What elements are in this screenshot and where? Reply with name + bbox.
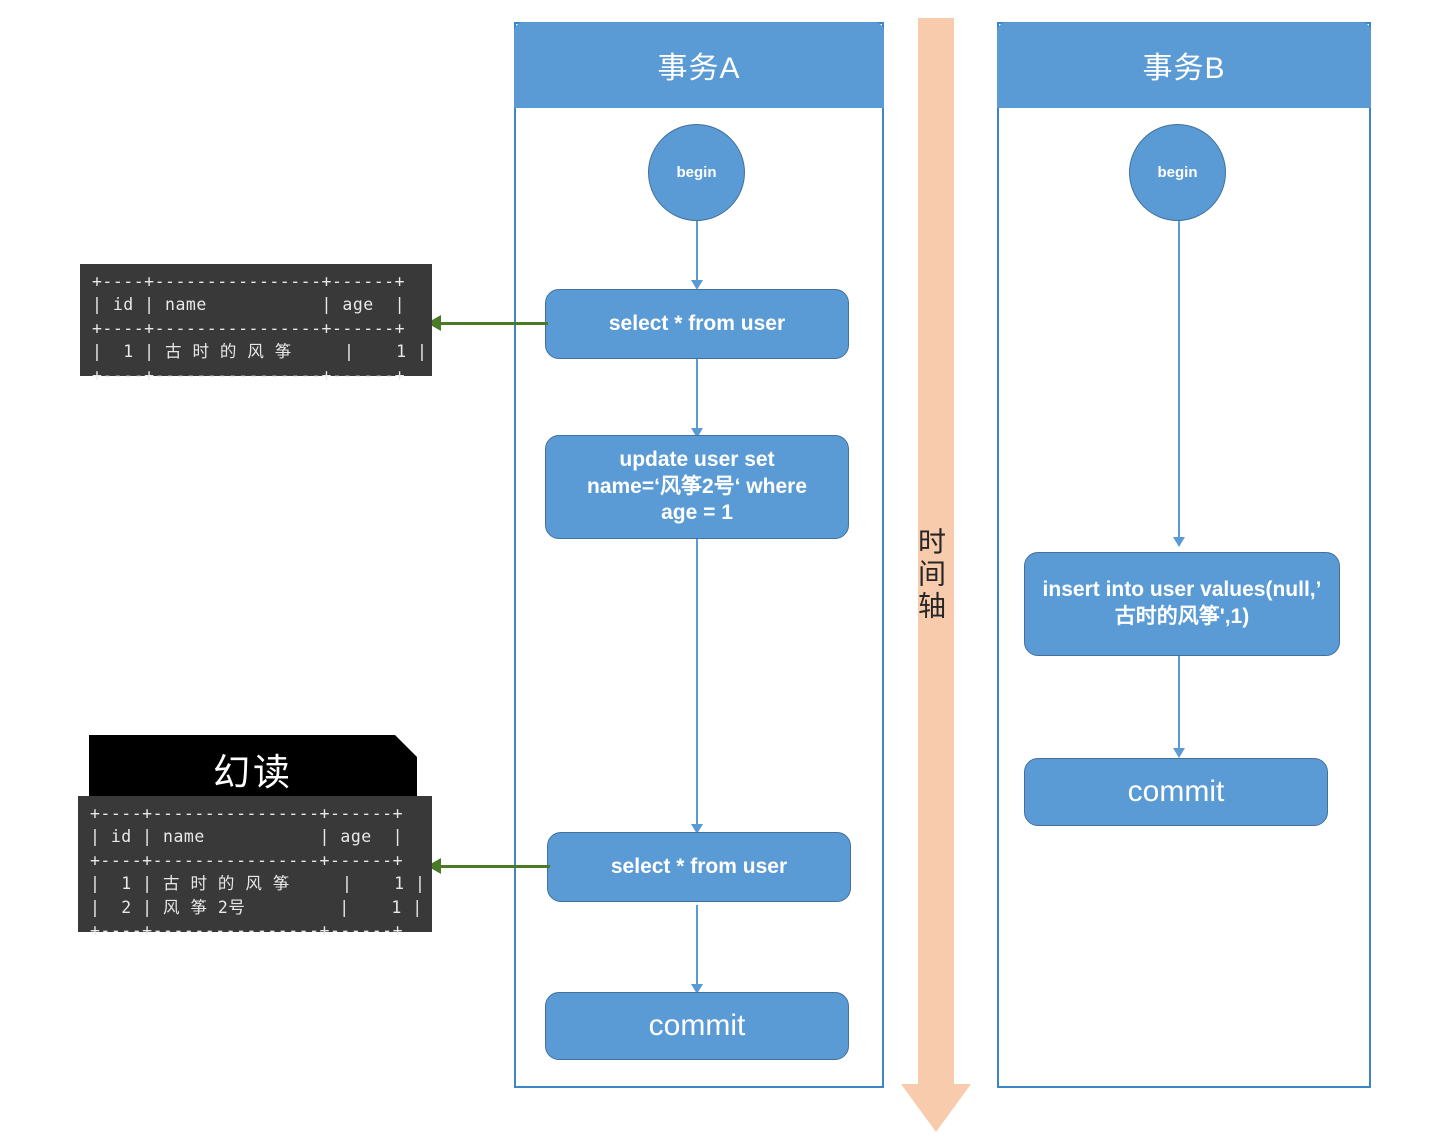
flow-b-arrowhead-1	[1173, 537, 1185, 547]
swimlane-a-title: 事务A	[514, 22, 884, 108]
node-b-commit[interactable]: commit	[1024, 758, 1328, 826]
flow-a-update-to-select2	[696, 539, 698, 827]
node-a-update[interactable]: update user set name=‘风筝2号‘ where age = …	[545, 435, 849, 539]
node-a-select-1-label: select * from user	[608, 311, 786, 335]
time-axis-label: 时间轴	[914, 526, 947, 623]
node-b-begin[interactable]: begin	[1129, 124, 1226, 221]
node-a-select-2-label: select * from user	[610, 854, 788, 878]
node-b-insert-label: insert into user values(null,’ 古时的风筝',1)	[1042, 578, 1322, 628]
result-arrow-1-line	[440, 322, 548, 325]
swimlane-b-title: 事务B	[997, 22, 1371, 108]
flow-a-arrowhead-2	[691, 428, 703, 438]
node-a-update-label: update user set name=‘风筝2号‘ where age = …	[587, 447, 807, 525]
node-a-commit-label: commit	[648, 1008, 746, 1042]
phantom-read-banner: 幻读	[89, 735, 417, 803]
flow-a-select1-to-update	[696, 359, 698, 431]
node-a-select-2[interactable]: select * from user	[547, 832, 851, 902]
node-b-commit-label: commit	[1127, 774, 1225, 808]
time-axis-arrowhead	[901, 1084, 971, 1132]
flow-b-arrowhead-2	[1173, 748, 1185, 758]
flow-a-begin-to-select1	[696, 220, 698, 282]
flow-b-begin-to-insert	[1178, 220, 1180, 540]
flow-a-select2-to-commit	[696, 905, 698, 987]
flow-b-insert-to-commit	[1178, 656, 1180, 750]
node-b-begin-label: begin	[1157, 163, 1198, 181]
flow-a-arrowhead-3	[691, 824, 703, 834]
node-a-commit[interactable]: commit	[545, 992, 849, 1060]
node-a-begin[interactable]: begin	[648, 124, 745, 221]
node-a-select-1[interactable]: select * from user	[545, 289, 849, 359]
result-table-second: +----+----------------+------+ | id | na…	[78, 796, 432, 940]
flow-a-arrowhead-4	[691, 984, 703, 994]
node-a-begin-label: begin	[676, 163, 717, 181]
node-b-insert[interactable]: insert into user values(null,’ 古时的风筝',1)	[1024, 552, 1340, 656]
result-table-first: +----+----------------+------+ | id | na…	[80, 264, 432, 385]
time-axis-shaft	[918, 18, 954, 1086]
result-arrow-2-line	[440, 865, 550, 868]
flow-a-arrowhead-1	[691, 280, 703, 290]
